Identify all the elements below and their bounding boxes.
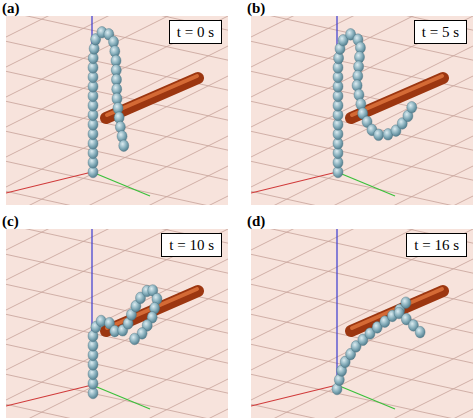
- grid-line: [6, 283, 228, 403]
- grid-line: [251, 130, 473, 205]
- grid-line: [6, 16, 228, 100]
- panel-label: (a): [2, 0, 20, 16]
- grid-line: [251, 283, 473, 403]
- panel-label: (d): [247, 213, 265, 229]
- simulation-panel: [0, 0, 240, 418]
- panel-label: (b): [247, 0, 265, 16]
- cylinder-body: [106, 291, 198, 331]
- grid-line: [6, 403, 228, 418]
- grid-line: [251, 253, 473, 373]
- x-axis: [251, 385, 337, 406]
- bead: [130, 333, 140, 345]
- grid-line: [251, 229, 473, 313]
- time-label: t = 16 s: [414, 237, 459, 253]
- grid-line: [251, 16, 473, 100]
- grid-line: [251, 403, 473, 418]
- grid-floor: [6, 229, 228, 418]
- bead: [415, 326, 425, 338]
- grid-line: [251, 16, 473, 70]
- time-box: t = 5 s: [414, 20, 467, 44]
- grid-line: [251, 229, 473, 283]
- grid-floor: [251, 229, 473, 418]
- bead: [374, 129, 384, 141]
- grid-line: [251, 40, 473, 160]
- z-axis: [336, 229, 337, 385]
- grid-floor: [251, 16, 473, 205]
- grid-line: [251, 70, 473, 123]
- grid-line: [6, 100, 228, 153]
- grid-line: [6, 40, 228, 160]
- grid-line: [251, 373, 473, 418]
- grid-floor: [6, 16, 228, 205]
- grid-line: [6, 253, 228, 373]
- y-axis: [92, 172, 150, 196]
- grid-line: [6, 130, 228, 205]
- bead-chain: [88, 285, 162, 399]
- grid-line: [6, 16, 228, 70]
- grid-line: [6, 343, 228, 396]
- grid-line: [251, 70, 473, 190]
- bead-chain: [333, 29, 417, 178]
- grid-line: [6, 343, 228, 418]
- grid-line: [251, 160, 473, 205]
- grid-line: [251, 16, 473, 130]
- cylinder: [351, 289, 443, 331]
- grid-line: [6, 130, 228, 183]
- grid-line: [6, 229, 228, 313]
- time-box: t = 16 s: [406, 233, 467, 257]
- y-axis: [92, 385, 150, 409]
- grid-line: [251, 100, 473, 153]
- grid-line: [251, 130, 473, 183]
- grid-line: [6, 229, 228, 276]
- grid-line: [6, 229, 228, 343]
- time-label: t = 5 s: [422, 24, 459, 40]
- time-box: t = 0 s: [169, 20, 222, 44]
- y-axis: [337, 172, 395, 196]
- grid-line: [6, 160, 228, 205]
- grid-line: [6, 70, 228, 190]
- time-label: t = 10 s: [169, 237, 214, 253]
- x-axis: [251, 172, 337, 193]
- grid-line: [6, 229, 228, 283]
- grid-line: [251, 283, 473, 336]
- grid-line: [251, 229, 473, 276]
- simulation-panel: [0, 0, 240, 418]
- cylinder-highlight: [352, 289, 442, 328]
- grid-line: [251, 229, 473, 343]
- grid-line: [251, 343, 473, 396]
- grid-line: [251, 343, 473, 418]
- time-label: t = 0 s: [177, 24, 214, 40]
- x-axis: [6, 172, 92, 193]
- grid-line: [6, 70, 228, 123]
- bead-chain: [332, 297, 425, 395]
- grid-line: [6, 190, 228, 205]
- grid-line: [6, 373, 228, 418]
- grid-line: [251, 16, 473, 63]
- grid-line: [251, 190, 473, 205]
- grid-line: [6, 16, 228, 130]
- x-axis: [6, 385, 92, 406]
- bead: [119, 140, 129, 152]
- time-box: t = 10 s: [161, 233, 222, 257]
- bead: [401, 297, 411, 309]
- panel-label: (c): [2, 213, 19, 229]
- cylinder-body: [351, 291, 443, 331]
- simulation-panel: [245, 0, 474, 418]
- y-axis: [337, 385, 395, 409]
- bead-chain: [88, 26, 129, 177]
- bead: [407, 101, 417, 113]
- simulation-panel: [245, 0, 474, 418]
